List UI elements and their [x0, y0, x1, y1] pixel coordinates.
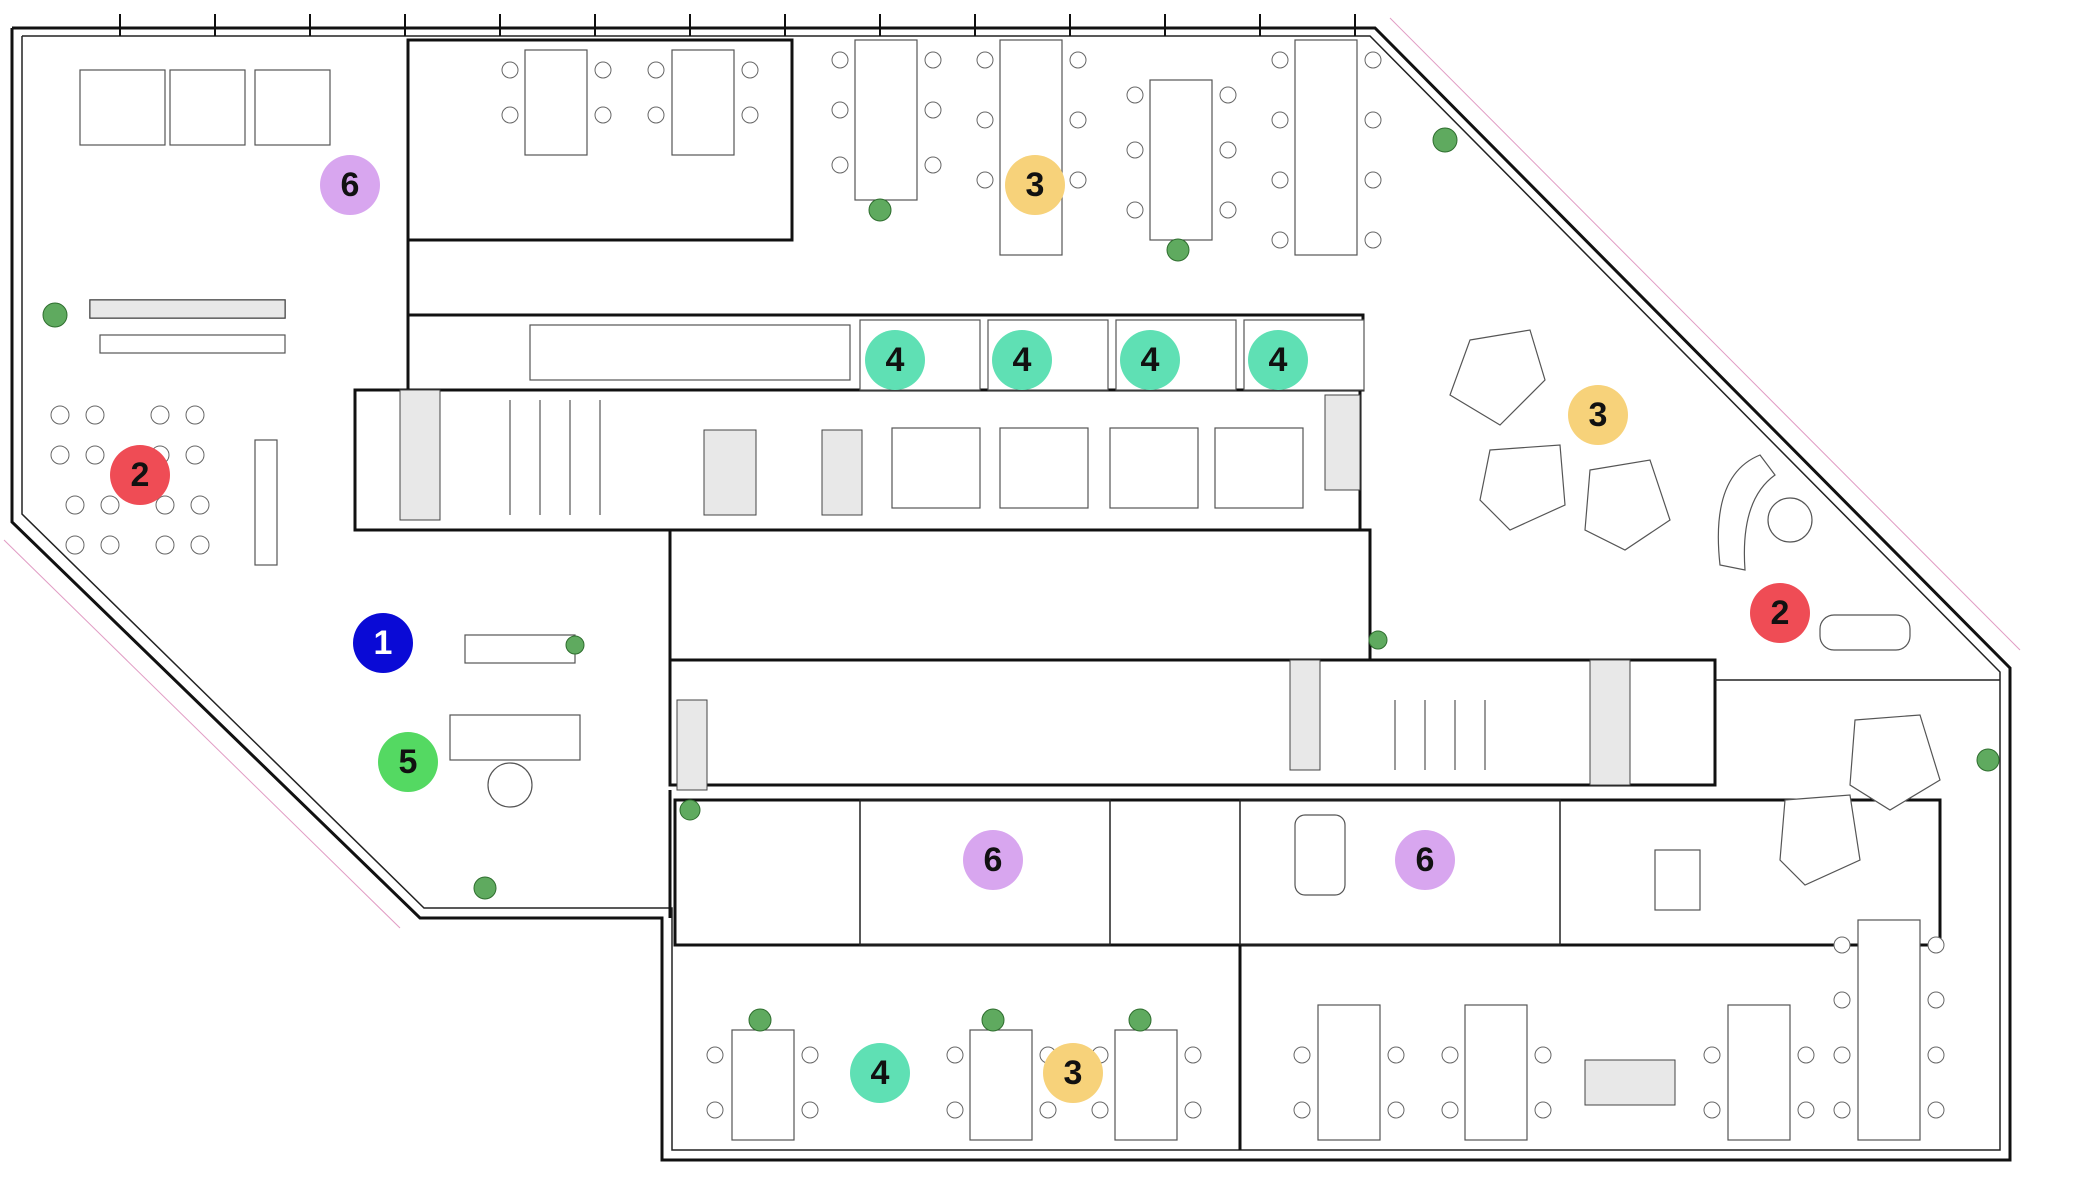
zone-marker-circle: [353, 613, 413, 673]
zone-marker-label: 2: [131, 456, 150, 494]
zone-marker-circle: [1120, 330, 1180, 390]
zone-marker-circle: [1248, 330, 1308, 390]
zone-marker-circle: [1750, 583, 1810, 643]
zone-marker-1: 1: [353, 613, 413, 673]
zone-marker-circle: [1043, 1043, 1103, 1103]
chairs: [50, 51, 1945, 1119]
zone-marker-circle: [992, 330, 1052, 390]
zone-marker-label: 1: [374, 624, 393, 662]
exterior-walls: [3, 17, 2021, 1162]
zone-marker-label: 5: [399, 743, 418, 781]
lounge-furniture: [449, 329, 1941, 911]
desk-clusters: [524, 39, 1921, 1141]
zone-marker-circle: [865, 330, 925, 390]
zone-marker-label: 6: [984, 841, 1003, 879]
zone-marker-label: 4: [871, 1054, 890, 1092]
zone-marker-6: 6: [963, 830, 1023, 890]
zone-marker-label: 4: [1141, 341, 1160, 379]
zone-marker-4: 4: [850, 1043, 910, 1103]
zone-marker-4: 4: [1120, 330, 1180, 390]
zone-marker-6: 6: [1395, 830, 1455, 890]
zone-marker-label: 4: [886, 341, 905, 379]
zone-marker-label: 3: [1064, 1054, 1083, 1092]
zone-marker-label: 4: [1013, 341, 1032, 379]
zone-marker-label: 6: [341, 166, 360, 204]
zone-marker-2: 2: [110, 445, 170, 505]
zone-marker-3: 3: [1568, 385, 1628, 445]
zone-marker-label: 4: [1269, 341, 1288, 379]
focus-booths: [529, 319, 1365, 509]
zone-marker-4: 4: [865, 330, 925, 390]
zone-marker-label: 6: [1416, 841, 1435, 879]
zone-marker-circle: [963, 830, 1023, 890]
zone-marker-6: 6: [320, 155, 380, 215]
zone-markers: 6 3 4 4 4 4 3 2 2 1 5 6 6 4 3: [110, 155, 1810, 1103]
zone-marker-4: 4: [992, 330, 1052, 390]
zone-marker-label: 3: [1026, 166, 1045, 204]
window-mullions: [119, 14, 1356, 36]
zone-marker-circle: [110, 445, 170, 505]
zone-marker-label: 2: [1771, 594, 1790, 632]
zone-marker-circle: [1005, 155, 1065, 215]
zone-marker-circle: [1568, 385, 1628, 445]
zone-marker-2: 2: [1750, 583, 1810, 643]
building-cores: [399, 389, 1631, 791]
zone-marker-4: 4: [1248, 330, 1308, 390]
zone-marker-3: 3: [1005, 155, 1065, 215]
zone-marker-5: 5: [378, 732, 438, 792]
zone-marker-label: 3: [1589, 396, 1608, 434]
zone-marker-circle: [850, 1043, 910, 1103]
zone-marker-circle: [378, 732, 438, 792]
kitchen-counter: [79, 69, 331, 566]
zone-marker-circle: [320, 155, 380, 215]
plants: [42, 127, 2000, 1032]
zone-marker-circle: [1395, 830, 1455, 890]
zone-marker-3: 3: [1043, 1043, 1103, 1103]
